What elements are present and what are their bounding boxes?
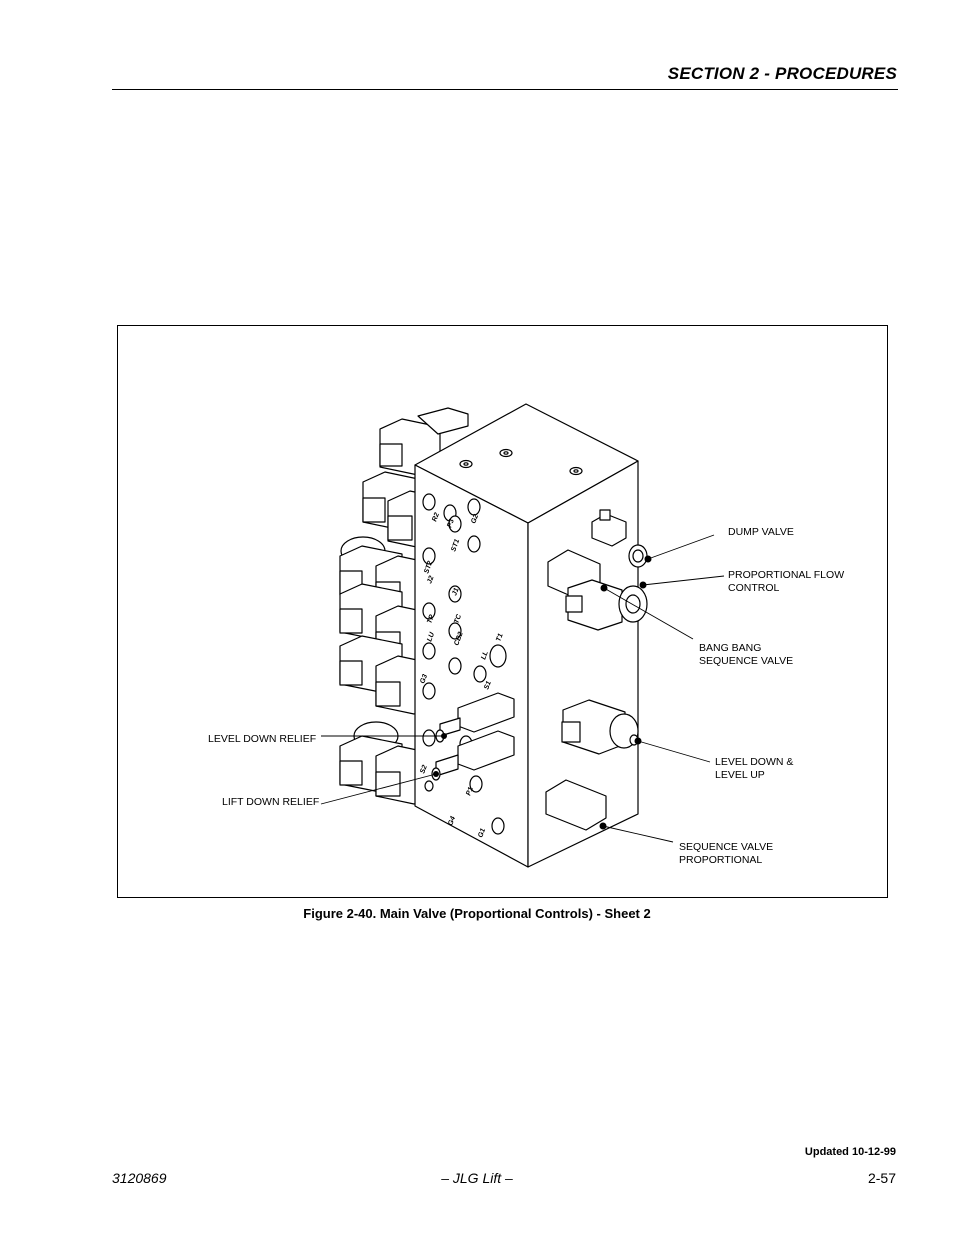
callout-seq-prop-line2: PROPORTIONAL bbox=[679, 854, 762, 866]
port-label: G2 bbox=[470, 513, 480, 524]
port-label: S2 bbox=[419, 764, 429, 775]
callout-prop-flow-line1: PROPORTIONAL FLOW bbox=[728, 569, 844, 581]
port-label: CB2 bbox=[453, 631, 464, 647]
callout-seq-prop-line1: SEQUENCE VALVE bbox=[679, 841, 773, 853]
port-label: LU bbox=[426, 631, 436, 643]
port-label: P1 bbox=[465, 786, 475, 797]
port-label: G3 bbox=[419, 673, 429, 684]
port-label: J1 bbox=[451, 587, 460, 597]
port-label: S1 bbox=[483, 680, 493, 691]
leader-dots bbox=[433, 555, 652, 830]
port-label: TP bbox=[426, 614, 436, 625]
port-label: ST2 bbox=[423, 560, 434, 575]
section-title: SECTION 2 - PROCEDURES bbox=[667, 64, 897, 83]
callout-dump-valve: DUMP VALVE bbox=[728, 526, 794, 538]
callout-level-down-relief: LEVEL DOWN RELIEF bbox=[208, 733, 316, 745]
header-rule bbox=[112, 89, 898, 90]
document-number: 3120869 bbox=[112, 1170, 167, 1186]
figure-caption: Figure 2-40. Main Valve (Proportional Co… bbox=[303, 906, 651, 921]
port-label: LL bbox=[480, 650, 490, 660]
port-label: G1 bbox=[477, 827, 487, 838]
callout-lift-down-relief: LIFT DOWN RELIEF bbox=[222, 796, 319, 808]
callouts: DUMP VALVE PROPORTIONAL FLOW CONTROL BAN… bbox=[208, 526, 844, 866]
port-label: T1 bbox=[495, 633, 504, 643]
footer-brand: – JLG Lift – bbox=[441, 1170, 513, 1186]
callout-bang-bang-line2: SEQUENCE VALVE bbox=[699, 655, 793, 667]
callout-level-down-up-line2: LEVEL UP bbox=[715, 769, 765, 781]
port-label: G4 bbox=[447, 815, 457, 826]
main-valve-illustration: R2 P3 G2 ST2 ST1 J2 J1 TP TC LU CB2 LL T… bbox=[208, 403, 844, 868]
port-label: J2 bbox=[426, 575, 435, 585]
left-face-ports bbox=[422, 493, 507, 835]
relief-valves bbox=[431, 692, 515, 781]
top-ports bbox=[459, 448, 583, 476]
callout-bang-bang-line1: BANG BANG bbox=[699, 642, 761, 654]
updated-date: Updated 10-12-99 bbox=[804, 1146, 896, 1158]
port-label: P3 bbox=[446, 518, 456, 529]
figure-frame: R2 P3 G2 ST2 ST1 J2 J1 TP TC LU CB2 LL T… bbox=[117, 325, 888, 898]
callout-prop-flow-line2: CONTROL bbox=[728, 582, 779, 594]
port-label: R2 bbox=[431, 512, 441, 523]
callout-level-down-up-line1: LEVEL DOWN & bbox=[715, 756, 793, 768]
leader-lines bbox=[320, 534, 725, 843]
right-face-valves bbox=[545, 509, 648, 831]
port-label: ST1 bbox=[450, 538, 461, 553]
port-labels: R2 P3 G2 ST2 ST1 J2 J1 TP TC LU CB2 LL T… bbox=[419, 512, 504, 839]
page-number: 2-57 bbox=[867, 1170, 896, 1186]
port-label: TC bbox=[453, 613, 463, 625]
